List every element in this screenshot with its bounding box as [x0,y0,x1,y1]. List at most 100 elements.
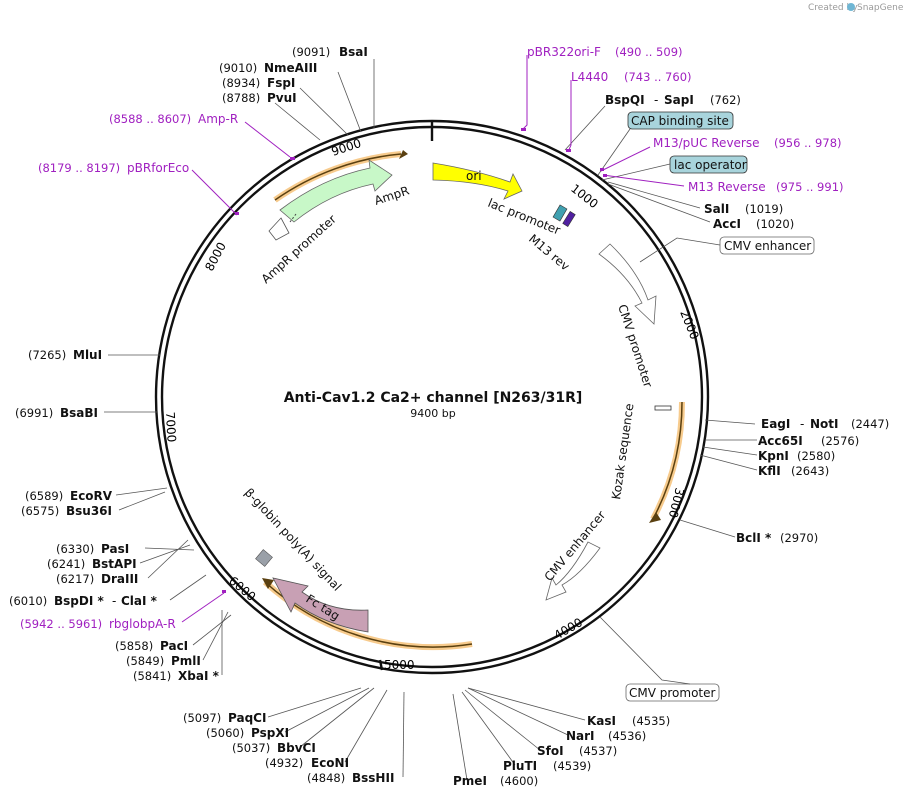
cmv-enhancer-callout-box [719,236,815,255]
backbone [154,119,710,675]
primer-ampr-range: (8588 .. 8607) [109,112,191,126]
primer-pbr322ori-range: (490 .. 509) [615,45,683,59]
globin-marker [255,549,273,567]
lac-promoter-label: lac promoter [486,196,562,238]
enzyme-bsshii-pos: (4848) [307,771,345,785]
enzyme-pasi-name: PasI [101,542,129,556]
cmv-promoter-callout-box [625,683,720,702]
tick-1000: 1000 [568,181,601,211]
enzyme-paci-pos: (5858) [115,639,153,653]
enzyme-bsu36i-pos: (6575) [21,504,59,518]
enzyme-pspxi-name: PspXI [251,726,289,740]
enzyme-econi-pos: (4932) [265,756,303,770]
enzyme-bcli-name: BclI * [736,531,772,545]
enzyme-kasi-name: KasI [587,714,616,728]
primer-rbglobpa-range: (5942 .. 5961) [20,617,102,631]
enzyme-labels-left: (6010) BspDI * - ClaI * (6217) DraIII (6… [9,348,158,608]
enzyme-sfoi-pos: (4537) [579,744,617,758]
enzyme-bspqi-sep: - [654,93,658,107]
primer-m13rev-name: M13 Reverse [688,180,766,194]
enzyme-eagi-sep: - [800,417,804,431]
enzyme-nmeaiii-name: NmeAIII [264,61,317,75]
enzyme-paqci-name: PaqCI [228,711,266,725]
orf-kozak-arrowhead [649,512,661,523]
cmv-enhancer-callout-label: CMV enhancer [724,239,811,253]
primer-markers [222,128,607,593]
enzyme-bstapi-pos: (6241) [47,557,85,571]
primer-ampr-name: Amp-R [198,112,238,126]
enzyme-econi-name: EcoNI [311,756,349,770]
primer-pbrforeco-range: (8179 .. 8197) [38,161,120,175]
enzyme-sali-name: SalI [704,202,729,216]
enzyme-xbai-name: XbaI * [178,669,220,683]
primer-l4440-range: (743 .. 760) [624,70,692,84]
enzyme-bsabi-name: BsaBI [60,406,98,420]
enzyme-bsabi-pos: (6991) [15,406,53,420]
lac-operator-callout-box [669,155,748,174]
enzyme-bspdi-name: BspDI * [54,594,104,608]
enzyme-pluti-pos: (4539) [553,759,591,773]
cmv-promoter-callout-label: CMV promoter [629,686,716,700]
tick-4000: 4000 [552,615,585,642]
cap-callout-label: CAP binding site [631,114,729,128]
enzyme-bsshii-name: BssHII [352,771,394,785]
enzyme-fspi-pos: (8934) [222,76,260,90]
primer-m13puc-name: M13/pUC Reverse [653,136,760,150]
primer-pbrforeco-name: pBRforEco [127,161,189,175]
leader-lines [104,59,758,781]
orf-ampr-arrowhead [399,150,408,159]
enzyme-labels-bottom-right: KasI (4535) NarI (4536) SfoI (4537) PluT… [453,714,670,788]
enzyme-acc65i-pos: (2576) [821,434,859,448]
cap-site-marker [552,204,568,222]
cmv-promoter-arrow [598,243,657,325]
enzyme-kfli-name: KflI [758,464,781,478]
enzyme-sfoi-name: SfoI [537,744,564,758]
enzyme-bspqi-name: BspQI [605,93,645,107]
orf-arcs [262,151,686,651]
tick-8000: 8000 [202,240,229,274]
enzyme-ecorv-pos: (6589) [25,489,63,503]
enzyme-pmei-name: PmeI [453,774,487,788]
enzyme-pmei-pos: (4600) [500,774,538,788]
ori-label: ori [466,169,482,183]
ampr-promoter-dots [289,213,297,223]
tick-2000: 2000 [677,308,701,342]
enzyme-labels-right: EagI - NotI (2447) Acc65I (2576) KpnI (2… [736,417,889,545]
enzyme-acci-name: AccI [713,217,741,231]
enzyme-labels-bottom-left: (5097) PaqCI (5060) PspXI (5037) BbvCI (… [115,639,394,785]
enzyme-pluti-name: PluTI [503,759,537,773]
m13-rev-label: M13 rev [526,232,572,274]
enzyme-bspdi-pos: (6010) [9,594,47,608]
lac-operator-callout-label: lac operator [674,158,747,172]
primer-l4440-name: L4440 [571,70,608,84]
primer-pbr322ori-name: pBR322ori-F [527,45,601,59]
enzyme-sapi-name: SapI [664,93,694,107]
enzyme-mlui-pos: (7265) [28,348,66,362]
cap-callout-box [627,111,734,130]
primer-lines [181,55,685,623]
map-title: Anti-Cav1.2 Ca2+ channel [N263/31R] [284,390,583,406]
enzyme-mlui-name: MluI [73,348,102,362]
enzyme-fspi-name: FspI [267,76,295,90]
enzyme-kpni-pos: (2580) [797,449,835,463]
enzyme-labels-top: (9091) BsaI (9010) NmeAIII (8934) FspI (… [219,45,794,231]
snapgene-credit: Created by SnapGene [808,3,904,13]
enzyme-bspdi-sep: - [112,594,116,608]
lac-operator-marker [562,211,576,227]
globin-label: β-globin poly(A) signal [242,485,344,593]
cmv-enhancer-arrow [545,541,601,601]
primer-rbglobpa-name: rbglobpA-R [109,617,176,631]
primer-labels: pBR322ori-F (490 .. 509) L4440 (743 .. 7… [20,45,844,631]
ori-feature [432,162,523,200]
enzyme-acci-pos: (1020) [756,217,794,231]
enzyme-bbvci-name: BbvCI [277,741,316,755]
enzyme-bsu36i-name: Bsu36I [66,504,112,518]
enzyme-pvui-name: PvuI [267,91,297,105]
enzyme-kpni-name: KpnI [758,449,789,463]
enzyme-pmli-name: PmlI [171,654,201,668]
credit-brand: SnapGene [857,3,904,13]
enzyme-eagi-pos: (2447) [851,417,889,431]
enzyme-sali-pos: (1019) [745,202,783,216]
enzyme-bspqi-pos: (762) [710,93,741,107]
